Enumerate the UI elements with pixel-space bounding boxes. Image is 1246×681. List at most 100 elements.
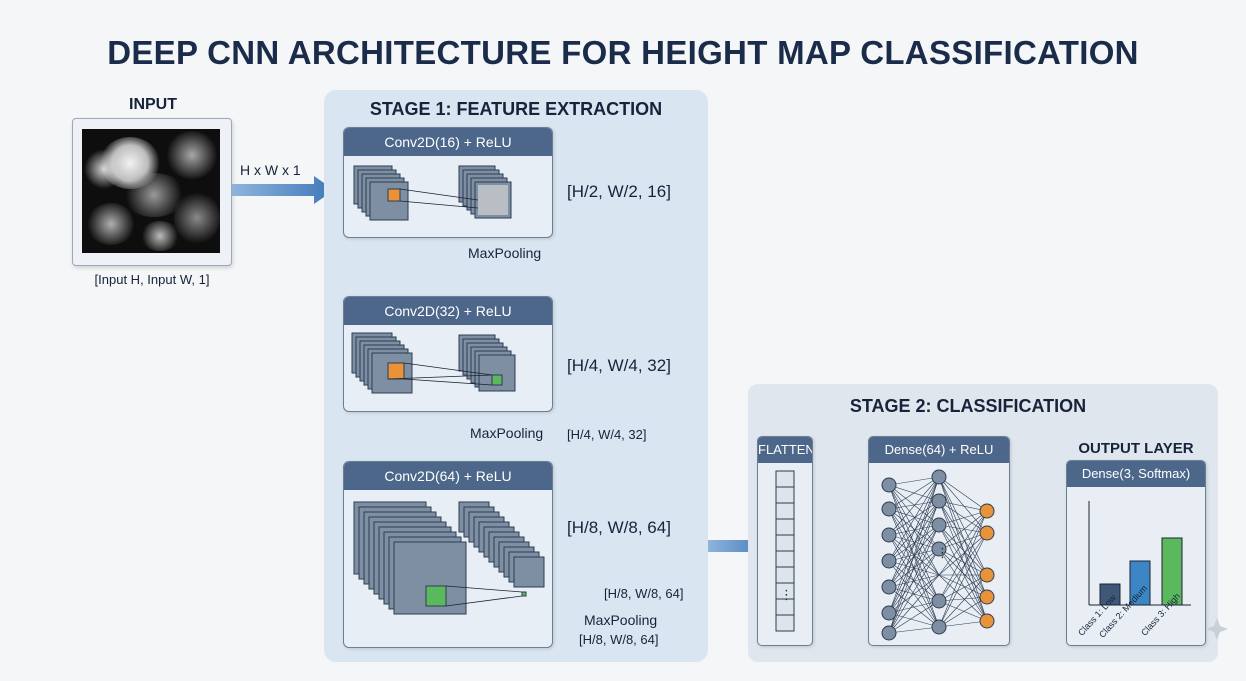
- network-connection: [938, 500, 988, 576]
- height-map-image: [82, 129, 220, 253]
- network-connection: [888, 548, 940, 588]
- hidden-neuron: [931, 593, 947, 609]
- network-connection: [938, 574, 988, 628]
- flatten-ellipsis: ⋮: [780, 587, 793, 602]
- network-connection: [888, 476, 940, 536]
- network-connection: [938, 510, 988, 526]
- network-connection: [938, 600, 988, 622]
- network-connection: [938, 476, 988, 598]
- conv3-block: Conv2D(64) + ReLU: [343, 461, 553, 648]
- input-neuron: [881, 605, 897, 621]
- network-connection: [888, 500, 940, 536]
- network-connection: [888, 476, 940, 486]
- network-connection: [888, 534, 940, 550]
- network-connection: [888, 476, 940, 510]
- conv2-label: Conv2D(32) + ReLU: [344, 297, 552, 325]
- network-connection: [888, 524, 940, 536]
- network-connection: [938, 510, 988, 602]
- network-connection: [938, 574, 988, 622]
- flatten-vector: [775, 470, 795, 632]
- pool1-label: MaxPooling: [468, 245, 542, 261]
- pool2-dim: [H/4, W/4, 32]: [567, 427, 647, 442]
- input-neuron: [881, 625, 897, 641]
- network-connection: [888, 548, 940, 614]
- pool2-label: MaxPooling: [470, 425, 544, 441]
- output-block: Dense(3, Softmax) Class 1: Low Class 2: …: [1066, 460, 1206, 646]
- network-connection: [938, 596, 988, 628]
- input-neuron: [881, 477, 897, 493]
- input-shape-caption: [Input H, Input W, 1]: [94, 272, 210, 287]
- network-connection: [888, 500, 940, 588]
- network-connection: [888, 500, 940, 634]
- input-neuron: [881, 501, 897, 517]
- network-connection: [888, 524, 940, 634]
- bar-low: [1099, 583, 1121, 606]
- network-connection: [938, 476, 988, 512]
- network-connection: [938, 548, 988, 598]
- conv2-feature-maps: [351, 332, 516, 394]
- network-connection: [888, 524, 940, 562]
- output-neuron: [979, 525, 995, 541]
- network-connection: [938, 500, 988, 512]
- network-connection: [888, 524, 940, 588]
- input-heading: INPUT: [129, 96, 177, 113]
- output-neuron: [979, 567, 995, 583]
- pool3-dim-top: [H/8, W/8, 64]: [604, 586, 684, 601]
- pool3-label: MaxPooling: [584, 612, 658, 628]
- hidden-neuron: [931, 619, 947, 635]
- output-neuron: [979, 589, 995, 605]
- dense64-label: Dense(64) + ReLU: [869, 437, 1009, 463]
- hidden-neuron: [931, 493, 947, 509]
- network-connection: [888, 500, 940, 562]
- flatten-block: FLATTEN ⋮: [757, 436, 813, 646]
- network-connection: [888, 476, 940, 634]
- network-connection: [888, 476, 940, 588]
- network-connection: [938, 548, 988, 576]
- network-connection: [938, 574, 988, 602]
- dense64-block: Dense(64) + ReLU ⋮: [868, 436, 1010, 646]
- bar-medium: [1129, 560, 1151, 606]
- network-connection: [888, 524, 940, 614]
- network-connection: [938, 574, 988, 598]
- network-connection: [938, 548, 988, 622]
- stage2-title: STAGE 2: CLASSIFICATION: [849, 396, 1087, 416]
- hidden-neuron: [931, 541, 947, 557]
- diagram-title: DEEP CNN ARCHITECTURE FOR HEIGHT MAP CLA…: [107, 34, 1139, 71]
- network-connection: [938, 524, 988, 576]
- network-connection: [888, 574, 940, 634]
- output-label: Dense(3, Softmax): [1067, 461, 1205, 487]
- conv1-label: Conv2D(16) + ReLU: [344, 128, 552, 156]
- conv2-block: Conv2D(32) + ReLU: [343, 296, 553, 412]
- conv1-output-dim: [H/2, W/2, 16]: [567, 182, 671, 201]
- network-connection: [938, 510, 988, 550]
- conv1-block: Conv2D(16) + ReLU: [343, 127, 553, 238]
- network-connection: [938, 532, 988, 628]
- network-connection: [938, 510, 988, 628]
- conv1-feature-maps: [353, 165, 512, 221]
- stage1-title: STAGE 1: FEATURE EXTRACTION: [369, 99, 663, 119]
- network-connection: [888, 626, 940, 634]
- sparkle-watermark-icon: [1206, 618, 1228, 640]
- conv3-feature-maps: [353, 501, 545, 615]
- network-connection: [938, 532, 988, 576]
- output-neuron: [979, 503, 995, 519]
- network-connection: [888, 476, 940, 562]
- dense64-network: [881, 469, 995, 641]
- network-connection: [938, 476, 988, 534]
- network-connection: [938, 532, 988, 550]
- conv3-output-dim: [H/8, W/8, 64]: [567, 518, 671, 537]
- network-connection: [938, 532, 988, 602]
- network-connection: [938, 476, 988, 576]
- input-neuron: [881, 579, 897, 595]
- network-connection: [888, 548, 940, 634]
- input-neuron: [881, 553, 897, 569]
- conv3-label: Conv2D(64) + ReLU: [344, 462, 552, 490]
- network-connection: [938, 524, 988, 534]
- network-connection: [938, 596, 988, 602]
- hidden-neuron: [931, 469, 947, 485]
- output-layer-heading: OUTPUT LAYER: [1078, 440, 1194, 457]
- hidden-neuron: [931, 517, 947, 533]
- network-connection: [888, 500, 940, 614]
- output-bar-chart: [1088, 501, 1191, 606]
- network-connection: [888, 476, 940, 614]
